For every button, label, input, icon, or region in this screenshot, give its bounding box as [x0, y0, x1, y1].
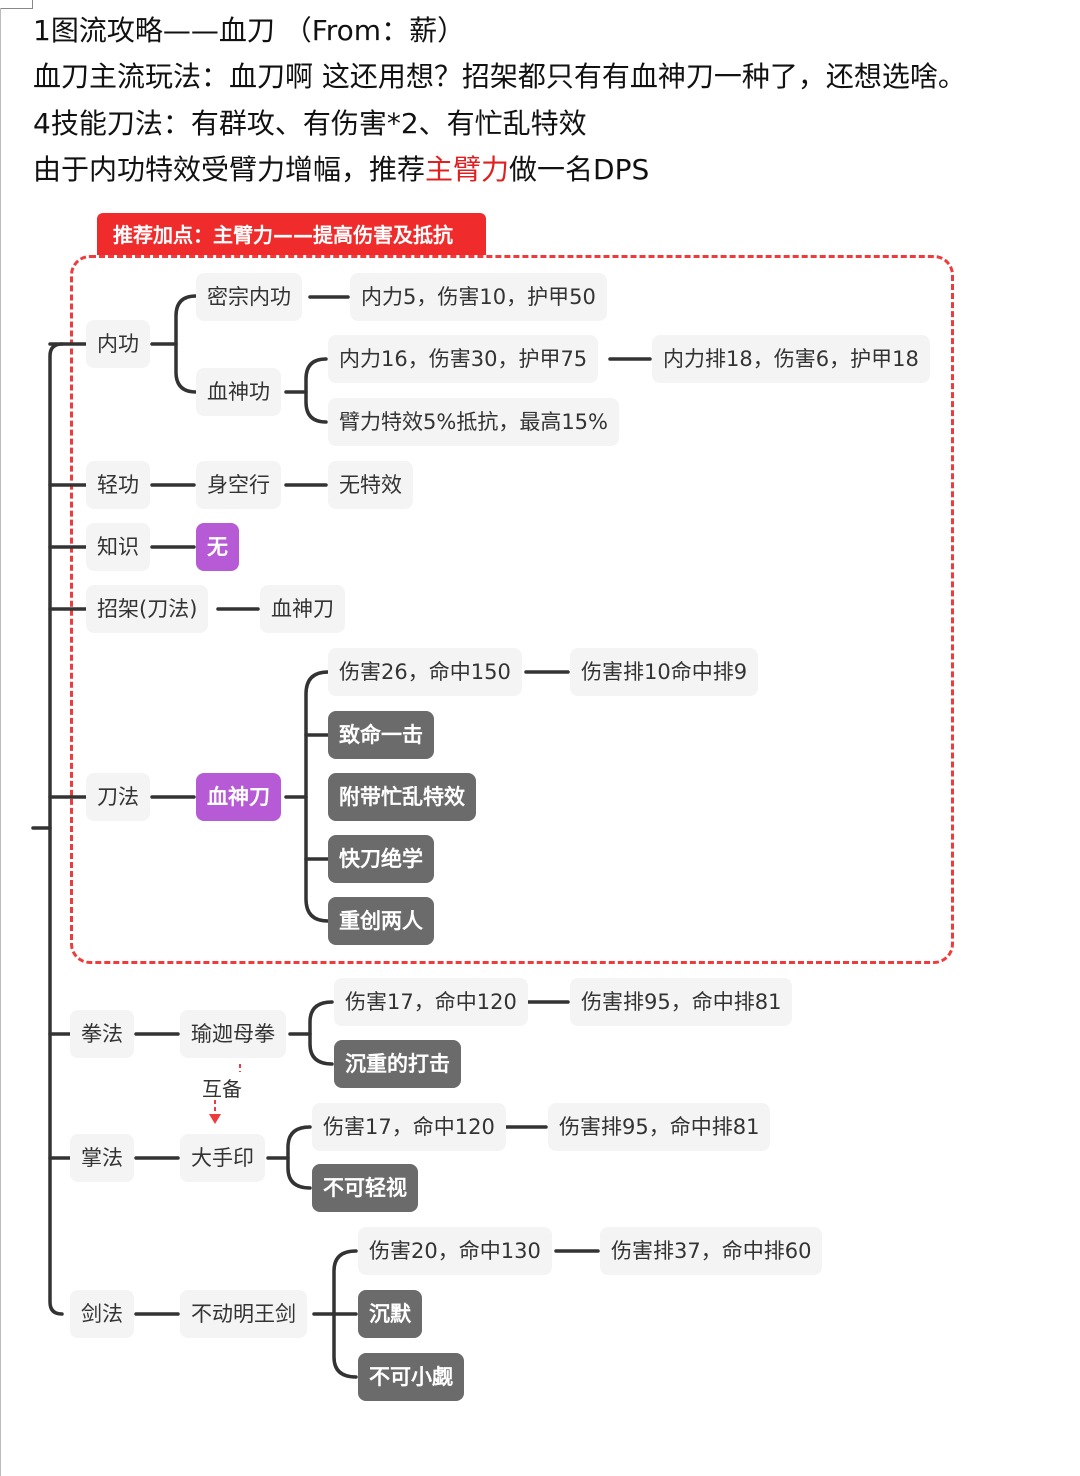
node-shenkong: 身空行 [196, 461, 281, 509]
node-quanfa-trait-1: 沉重的打击 [334, 1040, 461, 1088]
node-daofa-trait-1: 致命一击 [328, 711, 434, 759]
node-daofa-rank: 伤害排10命中排9 [570, 648, 759, 696]
node-daofa-attr: 伤害26，命中150 [328, 648, 522, 696]
node-quanfa-skill: 瑜迦母拳 [180, 1010, 286, 1058]
node-jianfa-skill: 不动明王剑 [180, 1290, 307, 1338]
header-line-3: 4技能刀法：有群攻、有伤害*2、有忙乱特效 [33, 107, 587, 140]
node-zhishi: 知识 [86, 523, 150, 571]
node-zhangfa: 掌法 [70, 1134, 134, 1182]
node-qinggong: 轻功 [86, 461, 150, 509]
node-zhangfa-trait-1: 不可轻视 [312, 1164, 418, 1212]
node-jianfa-trait-1: 沉默 [358, 1290, 422, 1338]
node-quanfa: 拳法 [70, 1010, 134, 1058]
root-trunk [48, 342, 64, 1316]
header-line-4: 由于内功特效受臂力增幅，推荐主臂力做一名DPS [33, 150, 649, 190]
recommend-banner: 推荐加点：主臂力——提高伤害及抵抗 [97, 213, 486, 255]
node-zhangfa-attr: 伤害17，命中120 [312, 1103, 506, 1151]
node-xueshen-rank: 内力排18，伤害6，护甲18 [652, 335, 930, 383]
node-zhangfa-skill: 大手印 [180, 1134, 265, 1182]
node-xueshen-gong: 血神功 [196, 368, 281, 416]
node-daofa-trait-4: 重创两人 [328, 897, 434, 945]
hubei-arrowhead [209, 1114, 221, 1124]
header-line-4-highlight: 主臂力 [425, 153, 510, 186]
header-line-1: 1图流攻略——血刀 （From：薪） [33, 14, 466, 47]
left-edge-line [0, 8, 1, 1476]
node-xueshen-effect: 臂力特效5%抵抗，最高15% [328, 398, 619, 446]
node-jianfa-rank: 伤害排37，命中排60 [600, 1227, 823, 1275]
hubei-label: 互备 [202, 1077, 242, 1101]
node-quanfa-rank: 伤害排95，命中排81 [570, 978, 793, 1026]
corner-mark [0, 0, 33, 9]
node-neigong: 内功 [86, 320, 150, 368]
node-mizong-neigong: 密宗内功 [196, 273, 302, 321]
node-xueshen-attr: 内力16，伤害30，护甲75 [328, 335, 599, 383]
node-daofa-trait-3: 快刀绝学 [328, 835, 434, 883]
node-zhaojia: 招架(刀法) [86, 585, 209, 633]
header-line-4-post: 做一名DPS [509, 153, 650, 186]
node-zhishi-value: 无 [196, 523, 239, 571]
node-daofa: 刀法 [86, 773, 150, 821]
node-quanfa-attr: 伤害17，命中120 [334, 978, 528, 1026]
node-shenkong-effect: 无特效 [328, 461, 413, 509]
header-line-4-pre: 由于内功特效受臂力增幅，推荐 [33, 153, 426, 186]
node-zhaojia-value: 血神刀 [260, 585, 345, 633]
node-daofa-trait-2: 附带忙乱特效 [328, 773, 476, 821]
node-jianfa-trait-2: 不可小觑 [358, 1353, 464, 1401]
node-jianfa-attr: 伤害20，命中130 [358, 1227, 552, 1275]
node-jianfa: 剑法 [70, 1290, 134, 1338]
header-line-2: 血刀主流玩法：血刀啊 这还用想？招架都只有有血神刀一种了，还想选啥。 [33, 60, 966, 93]
node-mizong-attr: 内力5，伤害10，护甲50 [350, 273, 607, 321]
node-zhangfa-rank: 伤害排95，命中排81 [548, 1103, 771, 1151]
node-daofa-skill: 血神刀 [196, 773, 281, 821]
